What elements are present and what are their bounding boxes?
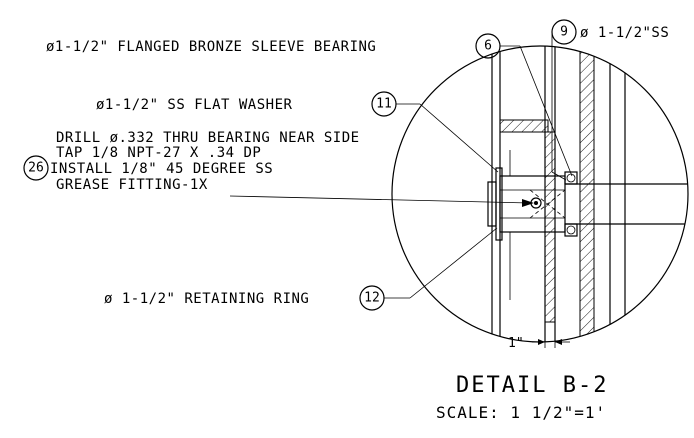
callout-26-balloon	[23, 155, 49, 181]
leader-lines	[229, 32, 573, 348]
callout-9-balloon	[551, 19, 577, 45]
callout-9-number: 9	[560, 25, 568, 40]
callout-6-number: 6	[484, 39, 492, 54]
dimension-label: 1"	[508, 336, 524, 351]
callout-9-text: ø 1-1/2"SS	[580, 25, 669, 41]
callout-12-balloon	[359, 285, 385, 311]
detail-circle	[391, 45, 689, 343]
callout-12-number: 12	[364, 291, 380, 306]
detail-title: DETAIL B-2	[456, 373, 608, 398]
callout-26-line-4: GREASE FITTING-1X	[56, 177, 208, 193]
callout-12-text: ø 1-1/2" RETAINING RING	[104, 291, 309, 307]
callout-6-balloon	[475, 33, 501, 59]
callout-6-text: ø1-1/2" FLANGED BRONZE SLEEVE BEARING	[46, 39, 376, 55]
callout-26-number: 26	[28, 161, 44, 176]
callout-11-number: 11	[376, 97, 392, 112]
callout-26-line-3: INSTALL 1/8" 45 DEGREE SS	[50, 161, 273, 177]
callout-11-balloon	[371, 91, 397, 117]
detail-geometry	[487, 46, 688, 342]
detail-scale: SCALE: 1 1/2"=1'	[436, 403, 606, 422]
callout-11-text: ø1-1/2" SS FLAT WASHER	[96, 97, 293, 113]
hatched-wall	[579, 46, 595, 342]
callout-26-line-2: TAP 1/8 NPT-27 X .34 DP	[56, 145, 261, 161]
callout-26-line-1: DRILL ø.332 THRU BEARING NEAR SIDE	[56, 130, 360, 146]
